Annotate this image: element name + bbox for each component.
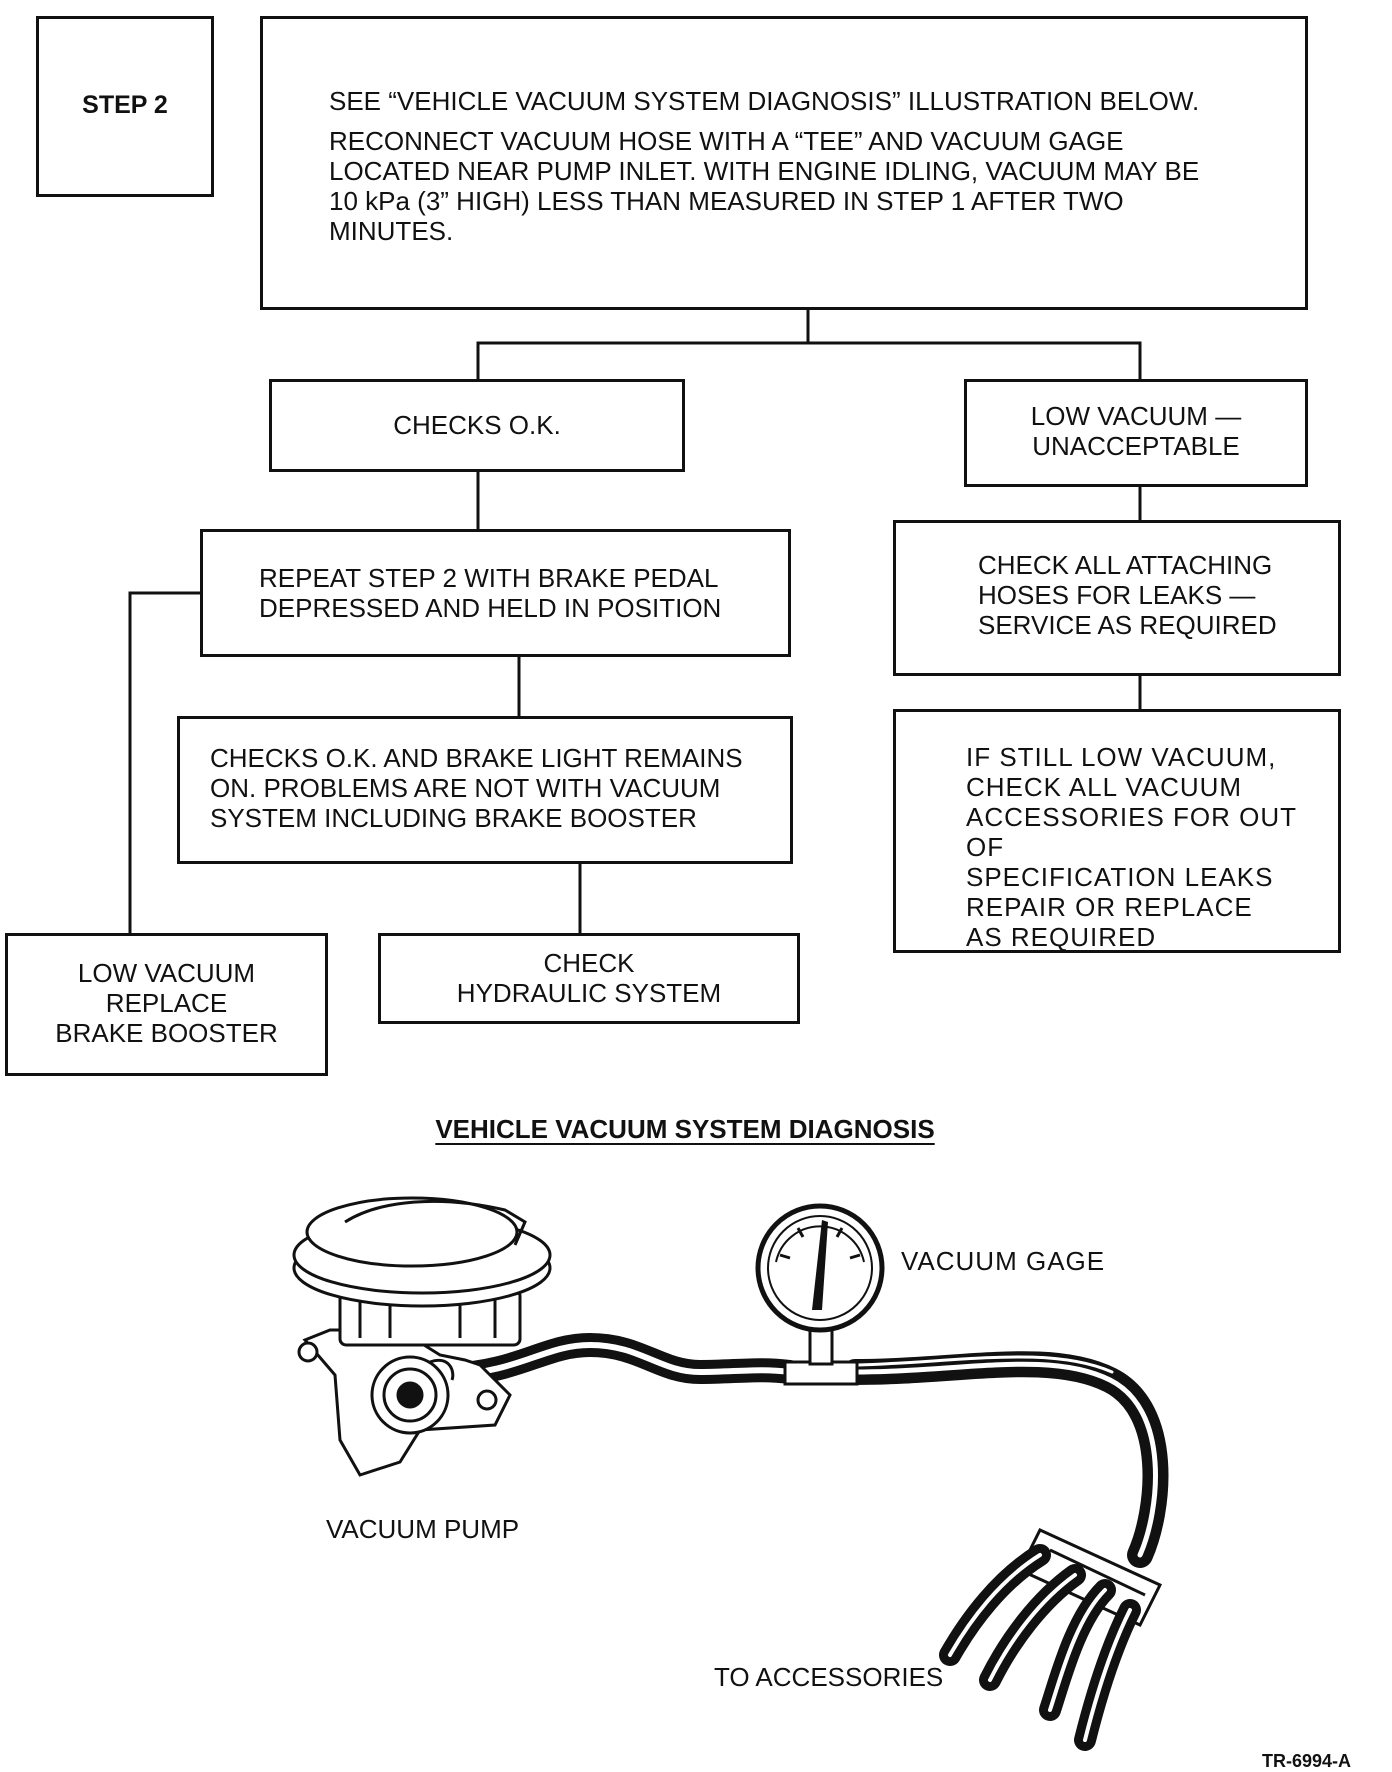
node-still-low-label: IF STILL LOW VACUUM, CHECK ALL VACUUM AC… bbox=[966, 742, 1297, 952]
vacuum-gage-icon bbox=[755, 1203, 885, 1333]
vacuum-hose bbox=[438, 1332, 1169, 1568]
node-checks-ok bbox=[269, 379, 685, 472]
node-repeat-step bbox=[200, 529, 791, 657]
tee-fitting bbox=[783, 1320, 859, 1386]
accessory-tubes bbox=[939, 1544, 1141, 1751]
node-low-vacuum-unacceptable-label: LOW VACUUM — UNACCEPTABLE bbox=[1030, 401, 1242, 461]
node-replace-booster-label: LOW VACUUM REPLACE BRAKE BOOSTER bbox=[55, 958, 278, 1048]
vacuum-pump-icon bbox=[292, 1196, 552, 1477]
intro-line: SEE “VEHICLE VACUUM SYSTEM DIAGNOSIS” IL… bbox=[329, 86, 1200, 116]
label-to-accessories: TO ACCESSORIES bbox=[714, 1662, 944, 1692]
node-check-hoses bbox=[893, 520, 1341, 676]
label-vacuum-pump: VACUUM PUMP bbox=[326, 1514, 520, 1544]
node-repeat-step-label: REPEAT STEP 2 WITH BRAKE PEDAL DEPRESSED… bbox=[259, 563, 722, 623]
connector-intro-branch bbox=[476, 308, 810, 381]
node-check-hoses-label: CHECK ALL ATTACHING HOSES FOR LEAKS — SE… bbox=[978, 550, 1277, 640]
node-brake-light bbox=[177, 716, 793, 864]
connector-repeat-replace bbox=[128, 591, 202, 935]
node-checks-ok-label: CHECKS O.K. bbox=[393, 410, 561, 440]
illustration-title: VEHICLE VACUUM SYSTEM DIAGNOSIS bbox=[435, 1114, 935, 1144]
node-check-hydraulic-label: CHECK HYDRAULIC SYSTEM bbox=[456, 948, 722, 1008]
intro-paragraph: RECONNECT VACUUM HOSE WITH A “TEE” AND V… bbox=[329, 126, 1200, 246]
node-still-low bbox=[893, 709, 1341, 953]
node-replace-booster bbox=[5, 933, 328, 1076]
connector-intro-low bbox=[808, 341, 1142, 381]
node-check-hydraulic bbox=[378, 933, 800, 1024]
node-brake-light-label: CHECKS O.K. AND BRAKE LIGHT REMAINS ON. … bbox=[210, 743, 743, 833]
step-label-box bbox=[36, 16, 214, 197]
figure-id: TR-6994-A bbox=[1262, 1751, 1352, 1771]
intro-box bbox=[260, 16, 1308, 310]
step-label: STEP 2 bbox=[82, 91, 168, 119]
label-vacuum-gage: VACUUM GAGE bbox=[901, 1246, 1106, 1276]
node-low-vacuum-unacceptable bbox=[964, 379, 1308, 487]
